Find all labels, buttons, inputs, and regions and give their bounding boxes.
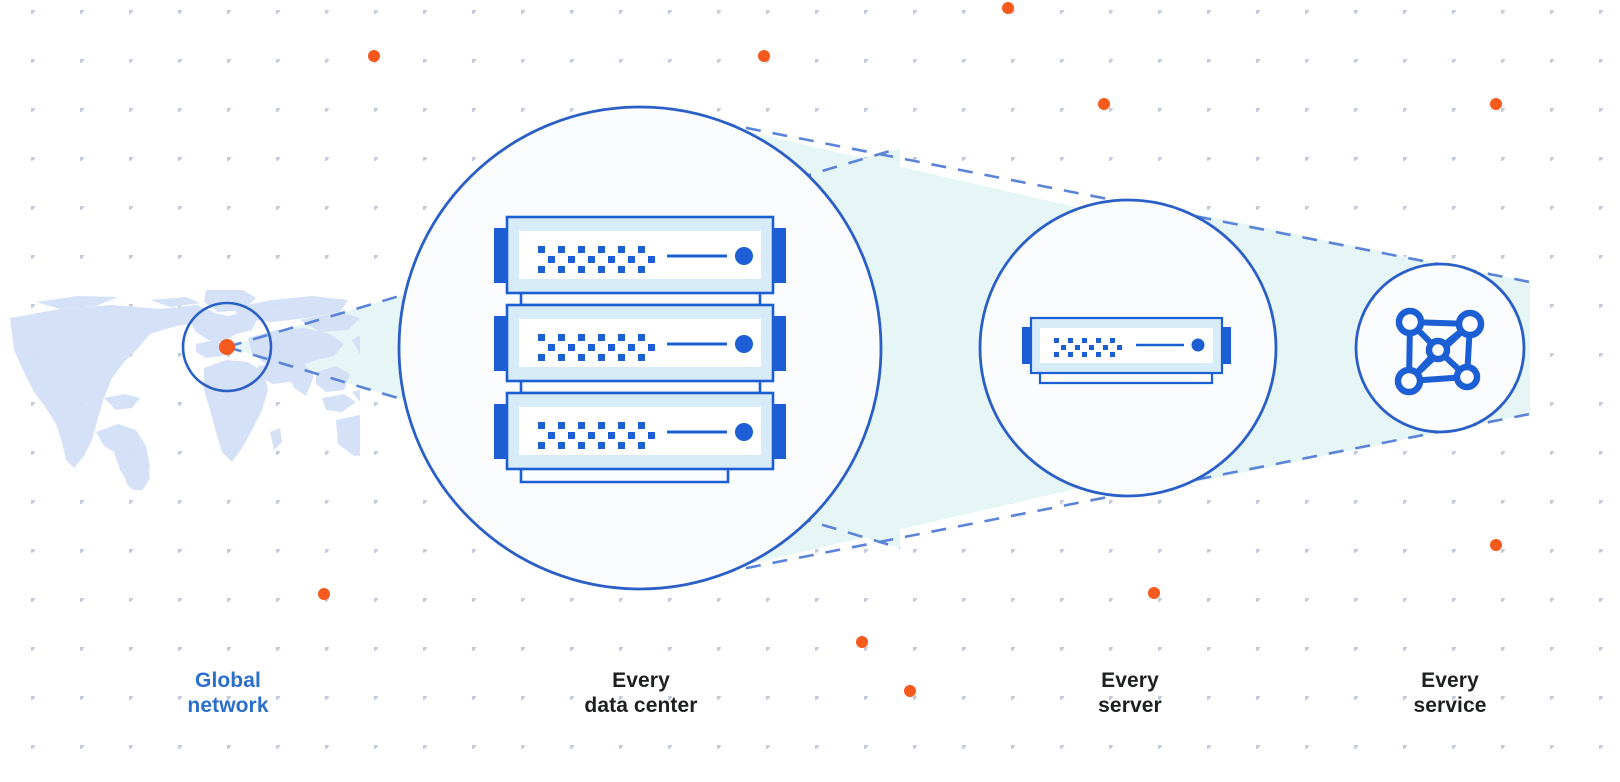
vent-dot-grid [538, 334, 655, 361]
stage-label-data-center: Every data center [584, 669, 698, 717]
stage-label-service: Every service [1413, 669, 1487, 717]
server-rack-unit [494, 303, 786, 383]
server-base [1038, 373, 1214, 385]
global-location-dot [219, 339, 235, 355]
stage-label-global-network: Global network [187, 669, 269, 717]
status-dot [1191, 338, 1205, 352]
highlight-dots [318, 2, 1502, 697]
network-mesh-icon [1394, 307, 1485, 396]
status-dot [735, 335, 753, 353]
server-rack-unit [494, 215, 786, 295]
vent-dot-grid [538, 422, 655, 449]
server-rack-icon [494, 215, 786, 484]
server-unit-icon [1022, 316, 1231, 385]
world-map-icon [10, 290, 360, 490]
rack-base [519, 469, 730, 484]
stage-circle-global-network [181, 301, 273, 393]
mesh-nodes [1394, 307, 1485, 396]
status-dot [735, 423, 753, 441]
vent-dot-grid [1054, 338, 1122, 357]
stage-label-server: Every server [1098, 669, 1162, 717]
server-rack-unit [494, 391, 786, 471]
status-dot [735, 247, 753, 265]
vent-dot-grid [538, 246, 655, 273]
